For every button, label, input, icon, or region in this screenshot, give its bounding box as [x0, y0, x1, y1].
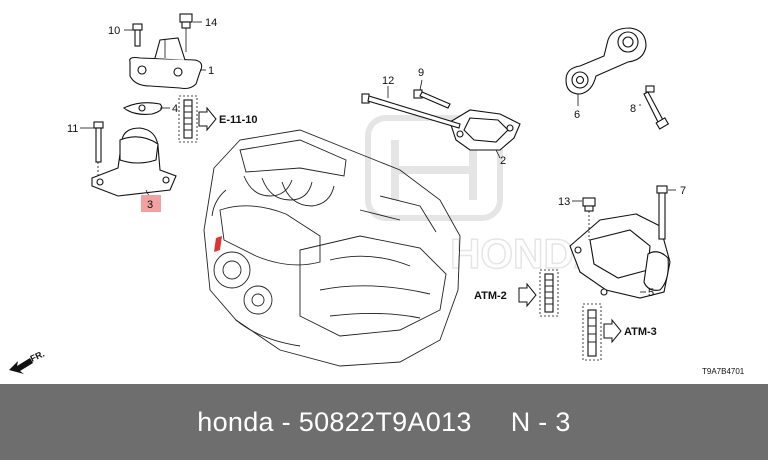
ref-arrow-atm3: ATM-3	[603, 318, 657, 344]
diagram-svg: HONDA	[9, 13, 745, 376]
ref-label-e11-10: E-11-10	[219, 114, 258, 126]
stud-atm2	[544, 273, 554, 313]
front-arrow-icon	[9, 358, 33, 374]
bolt-7	[656, 185, 668, 240]
callout-6: 6	[574, 109, 580, 121]
torque-rod-6	[565, 27, 647, 95]
bolt-11	[93, 121, 104, 176]
diagram-code: T9A7B4701	[702, 367, 745, 376]
callout-14: 14	[205, 17, 217, 29]
callout-4: 4	[172, 103, 178, 115]
callout-3: 3	[147, 199, 153, 211]
engine-mount-3	[91, 127, 177, 197]
stud-box-atm3	[582, 303, 602, 361]
trans-mount-5	[569, 213, 671, 299]
ref-arrow-e11-10: E-11-10	[198, 106, 258, 132]
callout-8: 8	[630, 103, 636, 115]
ref-label-atm2: ATM-2	[474, 290, 507, 302]
callout-2: 2	[500, 155, 506, 167]
bolt-10	[132, 23, 143, 47]
bolt-8	[643, 85, 670, 130]
stud-box-e	[178, 95, 198, 143]
bolt-9	[413, 89, 451, 109]
callout-13: 13	[558, 196, 570, 208]
washer-plate-4	[122, 102, 163, 115]
footer-bar: honda - 50822T9A013 N - 3	[0, 384, 768, 460]
ref-arrow-atm2: ATM-2	[474, 282, 537, 308]
callout-1: 1	[208, 65, 214, 77]
bolt-12	[361, 93, 461, 129]
nut-14	[179, 13, 193, 29]
callout-7: 7	[680, 185, 686, 197]
upper-mount-bracket	[129, 37, 203, 90]
stud-atm3	[587, 309, 597, 357]
parts-diagram: HONDA	[9, 13, 745, 376]
front-direction: FR.	[9, 349, 46, 374]
ref-label-atm3: ATM-3	[624, 326, 657, 338]
callout-11: 11	[67, 123, 78, 135]
callout-10: 10	[108, 25, 120, 37]
stud-e	[183, 99, 193, 139]
callout-12: 12	[382, 75, 394, 87]
part-caption: honda - 50822T9A013 N - 3	[197, 406, 571, 437]
engine-assembly	[203, 129, 461, 367]
stud-box-atm2	[539, 269, 559, 317]
front-label: FR.	[29, 349, 46, 364]
nut-13	[582, 197, 596, 240]
callout-5: 5	[648, 287, 654, 299]
callout-3-highlight	[141, 195, 161, 212]
leader-lines	[80, 21, 676, 293]
callout-9: 9	[418, 67, 424, 79]
bracket-2	[449, 109, 521, 151]
